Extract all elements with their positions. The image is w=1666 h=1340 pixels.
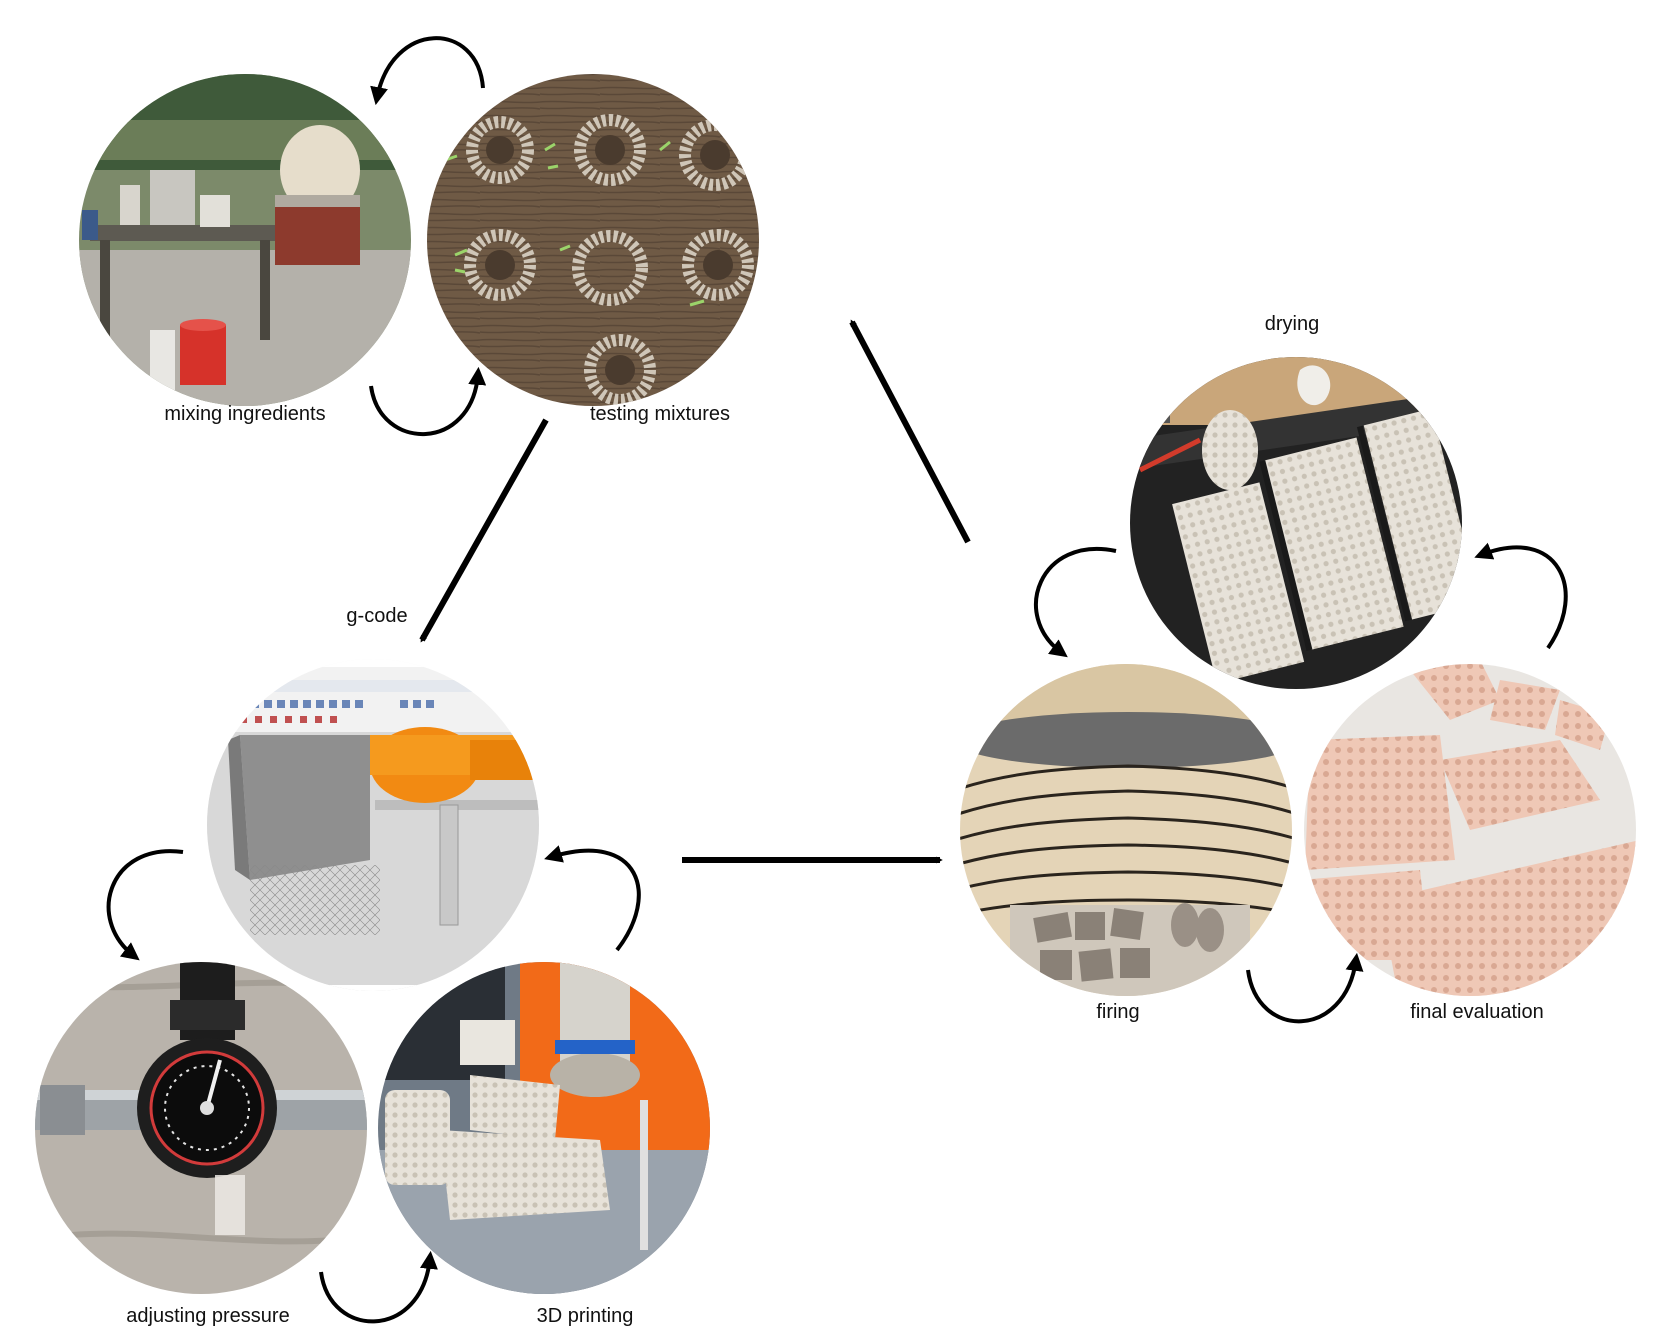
flow-arrows (419, 319, 971, 864)
firing-photo (960, 664, 1292, 996)
mixing-ingredients-photo (79, 74, 411, 406)
cycle-arrow-icon (369, 366, 487, 436)
cycle-arrows (106, 36, 1568, 1324)
label-g-code: g-code (346, 605, 407, 627)
flow-arrow-to-mixing (849, 319, 971, 544)
cycle-arrow-icon (1474, 542, 1568, 650)
label-drying: drying (1265, 313, 1319, 335)
g-code-screenshot (207, 659, 539, 991)
label-mixing-ingredients: mixing ingredients (164, 403, 325, 425)
flow-arrow-to-gcode (419, 418, 549, 643)
adjusting-pressure-photo (35, 962, 367, 1294)
drying-photo (1130, 357, 1462, 689)
cycle-arrow-icon (1246, 952, 1364, 1024)
cycle-arrow-icon (319, 1250, 438, 1324)
label-testing-mixtures: testing mixtures (590, 403, 730, 425)
final-evaluation-photo (1304, 664, 1636, 996)
cycle-arrow-icon (1034, 547, 1117, 658)
label-final-evaluation: final evaluation (1410, 1001, 1543, 1023)
testing-mixtures-photo (427, 74, 759, 406)
cycle-arrow-icon (544, 845, 641, 952)
cycle-arrow-icon (106, 849, 184, 961)
cycle-arrow-icon (370, 36, 485, 106)
3d-printing-photo (378, 962, 710, 1294)
label-adjusting-pressure: adjusting pressure (126, 1305, 289, 1327)
label-firing: firing (1096, 1001, 1139, 1023)
label-3d-printing: 3D printing (537, 1305, 634, 1327)
